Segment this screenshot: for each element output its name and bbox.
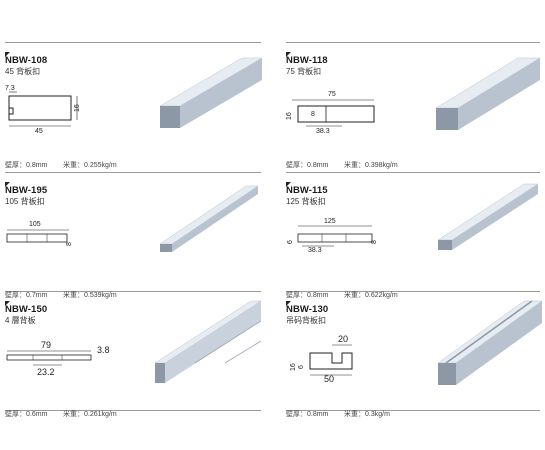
wall-thickness: 壁厚：0.7mm bbox=[5, 292, 48, 299]
divider-mid2-left bbox=[5, 291, 261, 292]
wall-thickness: 壁厚：0.6mm bbox=[5, 411, 48, 418]
profile-rendering bbox=[154, 300, 262, 383]
divider-bottom-right bbox=[286, 410, 540, 411]
profile-rendering bbox=[437, 300, 543, 385]
dim-label: 38.3 bbox=[316, 128, 330, 135]
product-name: 75 背板扣 bbox=[286, 67, 322, 76]
dim-label: 6 bbox=[298, 365, 305, 369]
product-card-nbw-115: NBW-115 125 背板扣 125 6 8 38.3 壁厚：0.8mm 米重：… bbox=[286, 182, 544, 300]
spec-line: 壁厚：0.8mm 米重：0.622kg/m bbox=[286, 290, 398, 300]
meter-weight: 米重：0.622kg/m bbox=[344, 292, 398, 299]
divider-mid1-right bbox=[286, 172, 540, 173]
corner-marker bbox=[286, 301, 291, 306]
dim-label: 45 bbox=[35, 128, 43, 135]
product-card-nbw-130: NBW-130 吊码背板扣 20 16 6 50 壁厚：0.8mm 米重：0.3k… bbox=[286, 300, 544, 419]
product-name: 105 背板扣 bbox=[5, 197, 45, 206]
spec-line: 壁厚：0.6mm 米重：0.261kg/m bbox=[5, 409, 117, 419]
product-card-nbw-150: NBW-150 4 層背板 79 3.8 23.2 壁厚：0.6mm 米重：0.2… bbox=[5, 300, 263, 419]
divider-bottom-left bbox=[5, 410, 261, 411]
wall-thickness: 壁厚：0.8mm bbox=[286, 411, 329, 418]
dim-label: 125 bbox=[324, 218, 336, 225]
product-code: NBW-118 bbox=[286, 55, 328, 66]
corner-marker bbox=[5, 52, 10, 57]
dim-label: 8 bbox=[311, 111, 315, 118]
corner-marker bbox=[286, 52, 291, 57]
dim-label: 3.8 bbox=[97, 345, 110, 355]
dim-label: 50 bbox=[324, 374, 334, 384]
meter-weight: 米重：0.261kg/m bbox=[63, 411, 117, 418]
product-code: NBW-108 bbox=[5, 55, 48, 66]
corner-marker bbox=[5, 301, 10, 306]
product-name: 4 層背板 bbox=[5, 316, 36, 325]
product-code: NBW-130 bbox=[286, 304, 329, 315]
section-drawing: 20 16 6 50 bbox=[290, 334, 353, 384]
product-card-nbw-118: NBW-118 75 背板扣 75 16 8 38.3 壁厚：0.8mm 米重：0… bbox=[286, 52, 544, 170]
product-code: NBW-195 bbox=[5, 185, 48, 196]
section-drawing: 105 8 bbox=[6, 221, 73, 246]
corner-marker bbox=[286, 182, 291, 187]
wall-thickness: 壁厚：0.8mm bbox=[286, 292, 329, 299]
section-drawing: 79 3.8 23.2 bbox=[6, 340, 110, 377]
divider-mid2-right bbox=[286, 291, 540, 292]
product-name: 45 背板扣 bbox=[5, 67, 41, 76]
dim-label: 8 bbox=[371, 240, 378, 244]
dim-label: 7.3 bbox=[5, 85, 15, 92]
meter-weight: 米重：0.255kg/m bbox=[63, 162, 117, 169]
dim-label: 16 bbox=[286, 112, 293, 120]
divider-top-right bbox=[286, 42, 540, 43]
product-card-nbw-108: NBW-108 45 背板扣 7.3 16 45 壁厚：0.8mm 米重：0.25… bbox=[5, 52, 263, 170]
profile-rendering bbox=[159, 57, 263, 128]
meter-weight: 米重：0.3kg/m bbox=[344, 411, 390, 418]
dim-label: 38.3 bbox=[308, 247, 322, 254]
dim-label: 79 bbox=[41, 340, 51, 350]
section-drawing: 75 16 8 38.3 bbox=[286, 91, 375, 135]
product-name: 125 背板扣 bbox=[286, 197, 326, 206]
section-drawing: 7.3 16 45 bbox=[5, 85, 81, 135]
dim-label: 16 bbox=[290, 363, 297, 371]
corner-marker bbox=[5, 182, 10, 187]
dim-label: 6 bbox=[287, 240, 294, 244]
wall-thickness: 壁厚：0.8mm bbox=[5, 162, 48, 169]
section-drawing: 125 6 8 38.3 bbox=[287, 218, 378, 254]
dim-label: 75 bbox=[328, 91, 336, 98]
dim-label: 23.2 bbox=[37, 367, 55, 377]
dim-label: 16 bbox=[74, 104, 81, 112]
wall-thickness: 壁厚：0.8mm bbox=[286, 162, 329, 169]
meter-weight: 米重：0.539kg/m bbox=[63, 292, 117, 299]
profile-rendering bbox=[435, 57, 541, 130]
profile-rendering bbox=[159, 185, 259, 252]
spec-line: 壁厚：0.7mm 米重：0.539kg/m bbox=[5, 290, 117, 300]
dim-label: 8 bbox=[66, 242, 73, 246]
spec-line: 壁厚：0.8mm 米重：0.255kg/m bbox=[5, 160, 117, 170]
meter-weight: 米重：0.398kg/m bbox=[344, 162, 398, 169]
divider-mid1-left bbox=[5, 172, 261, 173]
product-name: 吊码背板扣 bbox=[286, 316, 326, 325]
divider-top-left bbox=[5, 42, 261, 43]
spec-line: 壁厚：0.8mm 米重：0.3kg/m bbox=[286, 409, 390, 419]
product-code: NBW-150 bbox=[5, 304, 48, 315]
product-code: NBW-115 bbox=[286, 185, 328, 196]
spec-line: 壁厚：0.8mm 米重：0.398kg/m bbox=[286, 160, 398, 170]
dim-label: 20 bbox=[338, 334, 348, 344]
profile-rendering bbox=[437, 183, 539, 250]
dim-label: 105 bbox=[29, 221, 41, 228]
product-card-nbw-195: NBW-195 105 背板扣 105 8 壁厚：0.7mm 米重：0.539kg… bbox=[5, 182, 263, 300]
